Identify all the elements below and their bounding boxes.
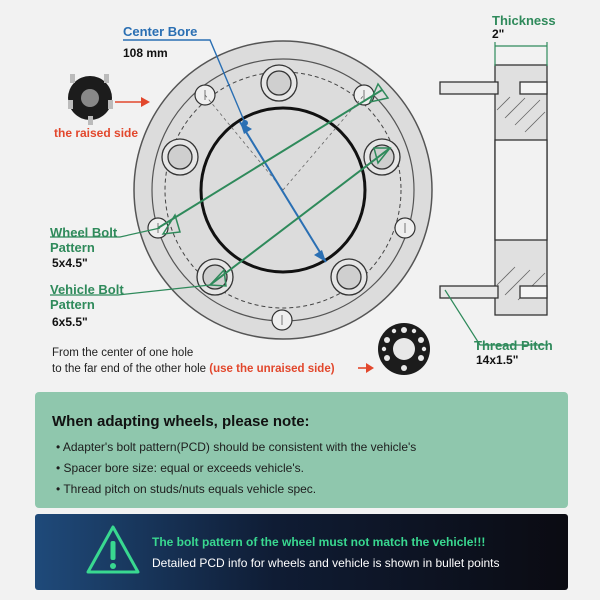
center-bore-label: Center Bore [123,24,198,39]
notes-title: When adapting wheels, please note: [52,413,310,430]
vehicle-bolt-label-1: Vehicle Bolt [50,282,124,297]
vehicle-bolt-value: 6x5.5" [52,315,88,329]
thickness-label: Thickness [492,13,556,28]
side-view-section [439,64,548,316]
unraised-side-photo [378,323,430,375]
notes-panel [35,392,568,508]
center-bore-leader [123,39,246,124]
warning-subtitle: Detailed PCD info for wheels and vehicle… [152,556,500,570]
warning-icon [86,525,140,574]
vehicle-bolt-line [209,147,391,286]
center-bore-value: 108 mm [123,46,168,60]
center-bore-arrow [239,121,327,263]
raised-side-label: the raised side [54,126,139,140]
wheel-bolt-label-2: Pattern [50,240,95,255]
note-bullet: • Thread pitch on studs/nuts equals vehi… [56,482,317,496]
thread-pitch-value: 14x1.5" [476,353,519,367]
thread-pitch-label: Thread Pitch [474,338,553,353]
measure-note-line2: to the far end of the other hole (use th… [52,363,335,375]
wheel-bolt-line [157,89,383,229]
raised-side-photo [68,74,113,125]
wheel-bolt-value: 5x4.5" [52,256,88,270]
wheel-bolt-label-1: Wheel Bolt [50,225,118,240]
measure-note-highlight: (use the unraised side) [209,363,335,375]
measure-note-line1: From the center of one hole [52,347,194,359]
warning-panel [35,514,568,590]
thickness-value: 2" [492,27,505,41]
vehicle-bolt-label-2: Pattern [50,297,95,312]
warning-title: The bolt pattern of the wheel must not m… [152,535,486,549]
note-bullet: • Adapter's bolt pattern(PCD) should be … [56,440,417,454]
note-bullet: • Spacer bore size: equal or exceeds veh… [56,461,304,475]
